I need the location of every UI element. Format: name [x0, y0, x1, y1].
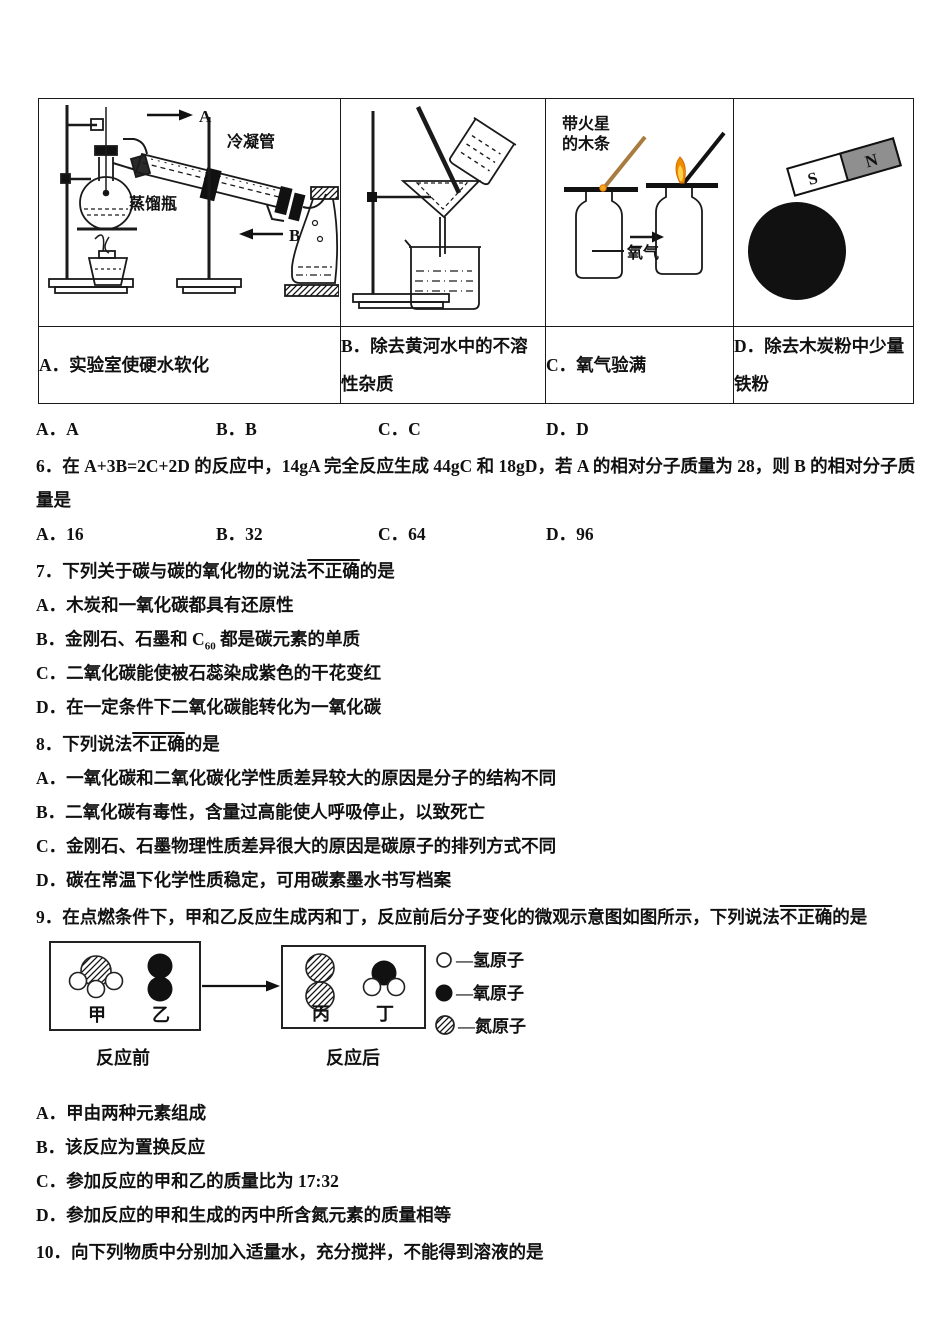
q9-micro-diagram: 甲 乙 丙 丁 反应前 反应后 — [36, 938, 920, 1092]
q5-answer-row: A．A B．B C．C D．D — [36, 412, 920, 446]
arrow-a-icon — [179, 109, 193, 121]
legend-label: —氢原子 — [456, 951, 524, 970]
legend-label: —氮原子 — [458, 1017, 526, 1036]
ding-label: 丁 — [376, 1004, 394, 1024]
glowing-splint — [601, 135, 647, 191]
arrow-b-icon — [239, 228, 253, 240]
q5-option-b: B．B — [216, 419, 257, 439]
filtration-diagram — [352, 106, 517, 310]
gas-bottle — [575, 192, 623, 279]
q7-option-a: A．木炭和一氧化碳都具有还原性 — [36, 595, 294, 615]
receiving-flask — [291, 198, 338, 284]
caption-c: C．氧气验满 — [545, 326, 734, 404]
q9-option-b: B．该反应为置换反应 — [36, 1137, 206, 1157]
q8-stem: 8．下列说法不正确的是 — [36, 734, 220, 754]
q5-option-a: A．A — [36, 419, 79, 439]
legend-item: —氢原子 — [434, 942, 526, 975]
reaction-arrow-icon — [266, 980, 280, 992]
cell-magnet-diagram: S N — [733, 98, 914, 327]
atom-legend: —氢原子 —氧原子 —氮原子 — [434, 942, 526, 1041]
glass-rod — [415, 106, 462, 194]
q8-option-c: C．金刚石、石墨物理性质差异很大的原因是碳原子的排列方式不同 — [36, 836, 557, 856]
after-box — [281, 945, 426, 1029]
receiving-beaker — [404, 239, 480, 310]
molecule-bing-n2 — [305, 953, 335, 1011]
bar-magnet: S N — [786, 137, 902, 197]
q5-option-d: D．D — [546, 419, 589, 439]
q6-options-row: A．16 B．32 C．64 D．96 — [36, 517, 920, 551]
cell-filtration-diagram — [340, 98, 546, 327]
molecule-jia-nh3 — [68, 955, 124, 999]
exam-page: A B 冷凝管 蒸馏瓶 — [36, 98, 920, 1262]
q8-option-b: B．二氧化碳有毒性，含量过高能使人呼吸停止，以致死亡 — [36, 802, 486, 822]
funnel — [400, 180, 482, 219]
q6-option-a: A．16 — [36, 524, 84, 544]
q8-option-d: D．碳在常温下化学性质稳定，可用碳素墨水书写档案 — [36, 870, 452, 890]
reaction-diagram: 甲 乙 丙 丁 反应前 反应后 — [49, 941, 426, 1068]
apparatus-table: A B 冷凝管 蒸馏瓶 — [38, 98, 914, 404]
legend-item: —氮原子 — [434, 1008, 526, 1041]
condenser-label: 冷凝管 — [227, 132, 275, 151]
table-row: A B 冷凝管 蒸馏瓶 — [38, 98, 914, 327]
pouring-beaker — [449, 117, 517, 186]
q7-option-d: D．在一定条件下二氧化碳能转化为一氧化碳 — [36, 697, 382, 717]
caption-d: D．除去木炭粉中少量铁粉 — [733, 326, 914, 404]
q7-emphasis: 不正确 — [307, 561, 360, 581]
q6-option-b: B．32 — [216, 524, 263, 544]
charcoal-powder-pile — [748, 202, 846, 300]
q8-option-a: A．一氧化碳和二氧化碳化学性质差异较大的原因是分子的结构不同 — [36, 768, 557, 788]
bing-label: 丙 — [312, 1004, 330, 1024]
splint-label-line1: 带火星 — [562, 114, 610, 133]
burning-splint — [682, 131, 726, 185]
table-row: A．实验室使硬水软化 B．除去黄河水中的不溶性杂质 C．氧气验满 D．除去木炭粉… — [38, 326, 914, 404]
q10-stem: 10．向下列物质中分别加入适量水，充分搅拌，不能得到溶液的是 — [36, 1242, 544, 1262]
splint-label-line2: 的木条 — [562, 134, 611, 153]
q9-option-a: A．甲由两种元素组成 — [36, 1103, 207, 1123]
gas-bottle — [655, 188, 703, 275]
caption-a: A．实验室使硬水软化 — [38, 326, 341, 404]
q8-emphasis: 不正确 — [132, 734, 185, 754]
q9-emphasis: 不正确 — [779, 907, 833, 927]
nitrogen-atom-icon — [435, 1014, 455, 1035]
q9-option-d: D．参加反应的甲和生成的丙中所含氮元素的质量相等 — [36, 1205, 452, 1225]
q5-option-c: C．C — [378, 419, 421, 439]
magnet-n-label: N — [863, 150, 881, 172]
jia-label: 甲 — [88, 1005, 106, 1025]
q7-stem: 7．下列关于碳与碳的氧化物的说法不正确的是 — [36, 561, 395, 581]
before-label: 反应前 — [96, 1047, 150, 1068]
oxygen-test-diagram: 带火星 的木条 氧气 — [562, 114, 726, 279]
q7-option-b: B．金刚石、石墨和 C60 都是碳元素的单质 — [36, 629, 361, 653]
c60-subscript: 60 — [204, 640, 216, 653]
yi-label: 乙 — [152, 1005, 170, 1025]
before-box — [49, 941, 201, 1031]
distillation-diagram: A B 冷凝管 蒸馏瓶 — [48, 105, 340, 297]
magnet-diagram: S N — [748, 137, 902, 300]
oxygen-label: 氧气 — [626, 243, 659, 262]
q6-option-c: C．64 — [378, 524, 426, 544]
spark — [599, 184, 607, 192]
hydrogen-atom-icon — [436, 951, 452, 968]
arrow-a-label: A — [199, 107, 212, 126]
stand-base — [352, 293, 450, 303]
alcohol-lamp — [87, 257, 129, 286]
legend-label: —氧原子 — [456, 984, 524, 1003]
cell-oxygen-test-diagram: 带火星 的木条 氧气 — [545, 98, 734, 327]
oxygen-atom-icon — [435, 984, 453, 1001]
q7-option-c: C．二氧化碳能使被石蕊染成紫色的干花变红 — [36, 663, 382, 683]
after-label: 反应后 — [326, 1047, 380, 1068]
cell-distillation-diagram: A B 冷凝管 蒸馏瓶 — [38, 98, 341, 327]
flame — [94, 234, 105, 252]
arrow-right-icon — [652, 231, 664, 243]
q9-stem: 9．在点燃条件下，甲和乙反应生成丙和丁，反应前后分子变化的微观示意图如图所示，下… — [36, 907, 868, 927]
legend-item: —氧原子 — [434, 975, 526, 1008]
q9-option-c: C．参加反应的甲和乙的质量比为 17:32 — [36, 1171, 339, 1191]
molecule-ding-h2o — [362, 960, 406, 997]
flask-label: 蒸馏瓶 — [129, 194, 177, 213]
caption-b: B．除去黄河水中的不溶性杂质 — [340, 326, 546, 404]
q6-stem: 6．在 A+3B=2C+2D 的反应中，14gA 完全反应生成 44gC 和 1… — [36, 456, 916, 510]
arrow-b-label: B — [289, 226, 300, 245]
q6-option-d: D．96 — [546, 524, 594, 544]
molecule-yi-o2 — [147, 953, 173, 1002]
